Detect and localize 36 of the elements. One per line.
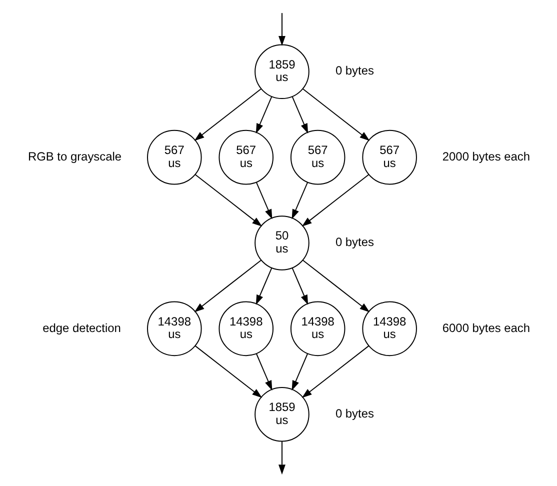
arrow <box>255 96 272 134</box>
node-circle: 14398 us <box>362 301 416 356</box>
node-circle: 567 us <box>290 130 345 185</box>
arrow <box>194 260 262 312</box>
node-circle: 567 us <box>362 130 416 185</box>
arrow <box>194 174 262 227</box>
node-label: 0 bytes <box>334 64 374 78</box>
arrow <box>256 182 272 220</box>
node-circle: 1859 us <box>254 386 309 442</box>
node-circle: 50 us <box>254 216 309 270</box>
arrow <box>302 88 370 141</box>
node-label: 2000 bytes each <box>442 149 530 164</box>
node-circle: 14398 us <box>146 301 202 356</box>
arrow <box>291 353 308 391</box>
node-circle: 14398 us <box>218 301 274 356</box>
node-label: 0 bytes <box>334 406 374 420</box>
node-label: edge detection <box>42 320 120 335</box>
arrow <box>301 345 369 398</box>
node-label: RGB to grayscale <box>27 149 122 164</box>
arrow <box>194 88 262 141</box>
arrow <box>255 268 272 305</box>
node-label: 6000 bytes each <box>442 320 530 335</box>
arrow <box>301 174 369 227</box>
arrow <box>278 12 285 46</box>
node-circle: 567 us <box>218 130 274 185</box>
arrow <box>278 441 285 475</box>
arrow <box>302 260 370 312</box>
arrow <box>291 268 308 305</box>
arrow <box>291 182 308 220</box>
node-circle: 567 us <box>146 130 202 185</box>
arrow <box>291 96 308 134</box>
arrow <box>256 353 272 391</box>
node-circle: 1859 us <box>254 44 309 100</box>
node-label: 0 bytes <box>334 235 374 250</box>
arrow <box>194 345 262 398</box>
node-circle: 14398 us <box>290 301 345 356</box>
